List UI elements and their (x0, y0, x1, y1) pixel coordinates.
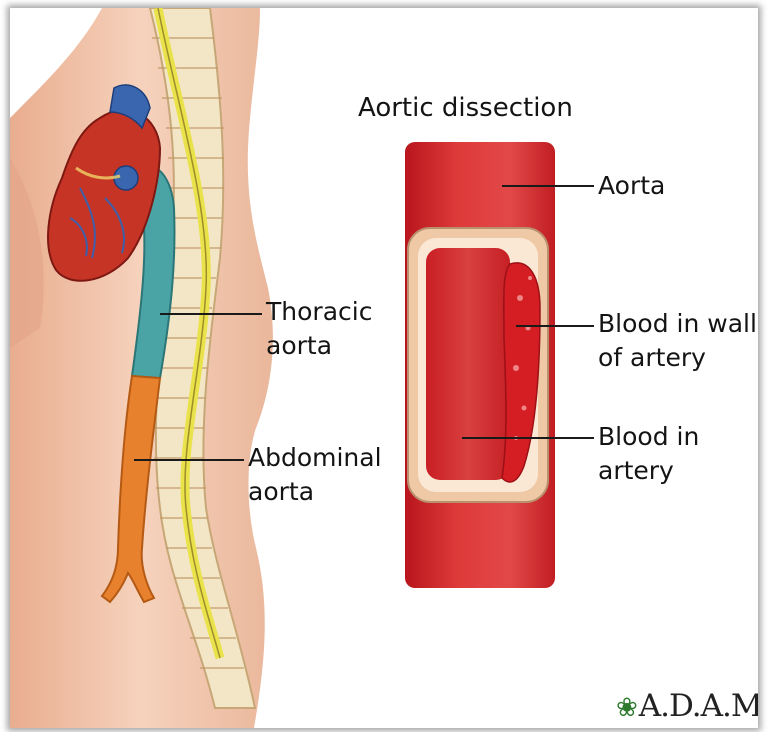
adam-logo: ❀A.D.A.M. (616, 688, 758, 724)
label-thoracic-aorta-line1: Thoracic (266, 295, 372, 328)
label-blood-in-artery-line1: Blood in (598, 420, 699, 453)
diagram-title: Aortic dissection (358, 92, 573, 125)
label-thoracic-aorta-line2: aorta (266, 329, 332, 362)
illustration-frame: Aortic dissection Aorta Thoracic aorta A… (10, 8, 758, 728)
label-abdominal-aorta-line2: aorta (248, 475, 314, 508)
label-blood-in-wall-line1: Blood in wall (598, 307, 757, 340)
label-blood-in-wall-line2: of artery (598, 341, 706, 374)
label-aorta: Aorta (598, 169, 665, 202)
true-lumen (426, 248, 510, 480)
label-blood-in-artery-line2: artery (598, 454, 674, 487)
logo-text: A.D.A.M. (639, 688, 758, 724)
label-abdominal-aorta-line1: Abdominal (248, 441, 382, 474)
leaf-icon: ❀ (616, 693, 637, 723)
